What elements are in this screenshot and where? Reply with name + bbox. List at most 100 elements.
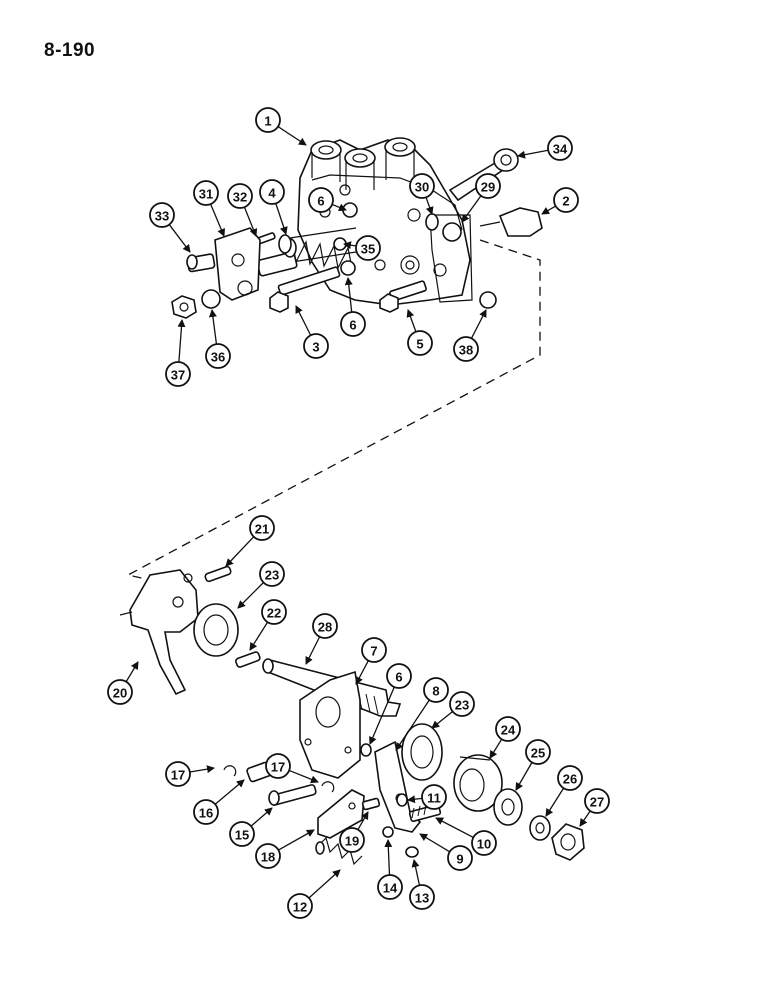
- alignment-line: [126, 239, 541, 581]
- callout-leader: [308, 869, 341, 899]
- callout-30: 30: [409, 173, 435, 215]
- callout-number: 35: [361, 242, 375, 257]
- callout-leader: [545, 787, 565, 817]
- pin: [268, 784, 317, 806]
- mounting-bracket: [119, 569, 199, 696]
- callout-8: 8: [395, 677, 449, 751]
- callout-leader: [419, 833, 451, 853]
- pin: [235, 651, 261, 668]
- washer: [529, 815, 551, 841]
- callout-circle: [259, 179, 285, 205]
- callout-circle: [249, 515, 275, 541]
- callout-34: 34: [517, 135, 573, 161]
- callout-number: 6: [349, 318, 356, 333]
- callout-circle: [449, 691, 475, 717]
- callout-7: 7: [355, 637, 387, 685]
- bolt: [379, 280, 427, 313]
- callout-circle: [386, 663, 412, 689]
- callout-leader: [210, 203, 225, 237]
- callout-circle: [287, 893, 313, 919]
- callout-number: 25: [531, 746, 545, 761]
- callout-number: 21: [255, 522, 269, 537]
- spring: [315, 836, 363, 866]
- callout-circle: [423, 677, 449, 703]
- callout-14: 14: [377, 839, 403, 900]
- callout-leader: [541, 205, 556, 215]
- callout-number: 36: [211, 350, 225, 365]
- callout-circle: [261, 599, 287, 625]
- callout-number: 20: [113, 686, 127, 701]
- callout-leader: [305, 636, 321, 665]
- callout-37: 37: [165, 319, 191, 387]
- callout-10: 10: [435, 817, 497, 856]
- page-number: 8-190: [44, 40, 96, 61]
- pin: [405, 846, 419, 858]
- callout-6: 6: [308, 187, 347, 213]
- bearing: [453, 754, 503, 812]
- nut: [551, 823, 585, 861]
- callout-number: 19: [345, 834, 359, 849]
- callout-circle: [340, 311, 366, 337]
- callout-leader: [225, 536, 255, 567]
- tag: [479, 207, 543, 237]
- callout-leader: [461, 195, 482, 223]
- callout-number: 17: [271, 760, 285, 775]
- callout-circle: [255, 843, 281, 869]
- callout-number: 3: [312, 340, 319, 355]
- callout-circle: [227, 183, 253, 209]
- callout-number: 6: [395, 670, 402, 685]
- callout-number: 10: [477, 837, 491, 852]
- callout-circle: [525, 739, 551, 765]
- callout-circle: [495, 716, 521, 742]
- callout-circle: [259, 561, 285, 587]
- callout-leader: [384, 839, 393, 876]
- callout-leader: [208, 309, 218, 345]
- callout-circle: [312, 613, 338, 639]
- callout-circle: [475, 173, 501, 199]
- callout-3: 3: [295, 305, 329, 359]
- callout-19: 19: [339, 811, 369, 853]
- callout-number: 15: [235, 828, 249, 843]
- callout-leader: [125, 661, 139, 683]
- washer: [340, 260, 356, 276]
- washer: [493, 788, 523, 826]
- callout-12: 12: [287, 869, 341, 919]
- callout-number: 37: [171, 368, 185, 383]
- callout-leader: [406, 309, 417, 332]
- lever-plate: [299, 670, 361, 779]
- o-ring: [425, 213, 439, 231]
- callout-number: 24: [501, 723, 516, 738]
- callout-1: 1: [255, 107, 307, 146]
- callout-25: 25: [515, 739, 551, 791]
- callout-circle: [205, 343, 231, 369]
- callout-number: 6: [317, 194, 324, 209]
- callout-leader: [431, 710, 454, 729]
- bolt: [269, 266, 341, 313]
- callout-circle: [229, 821, 255, 847]
- callout-leader: [407, 795, 423, 804]
- callout-circle: [107, 679, 133, 705]
- washer: [360, 743, 372, 757]
- callout-23: 23: [237, 561, 285, 609]
- callout-circle: [447, 845, 473, 871]
- callout-number: 22: [267, 606, 281, 621]
- callout-6: 6: [340, 277, 366, 337]
- callout-circle: [355, 235, 381, 261]
- callout-number: 1: [264, 114, 271, 129]
- callout-leader: [515, 762, 533, 791]
- callout-circle: [471, 830, 497, 856]
- callout-15: 15: [229, 807, 273, 847]
- callout-leader: [168, 224, 191, 253]
- callout-number: 28: [318, 620, 332, 635]
- callout-leader: [517, 149, 549, 159]
- callout-number: 30: [415, 180, 429, 195]
- callout-number: 16: [199, 806, 213, 821]
- callout-23: 23: [431, 691, 475, 729]
- callout-leader: [355, 660, 369, 685]
- callout-number: 8: [432, 684, 439, 699]
- callout-number: 32: [233, 190, 247, 205]
- callout-21: 21: [225, 515, 275, 567]
- callout-number: 29: [481, 180, 495, 195]
- callout-leader: [237, 582, 264, 609]
